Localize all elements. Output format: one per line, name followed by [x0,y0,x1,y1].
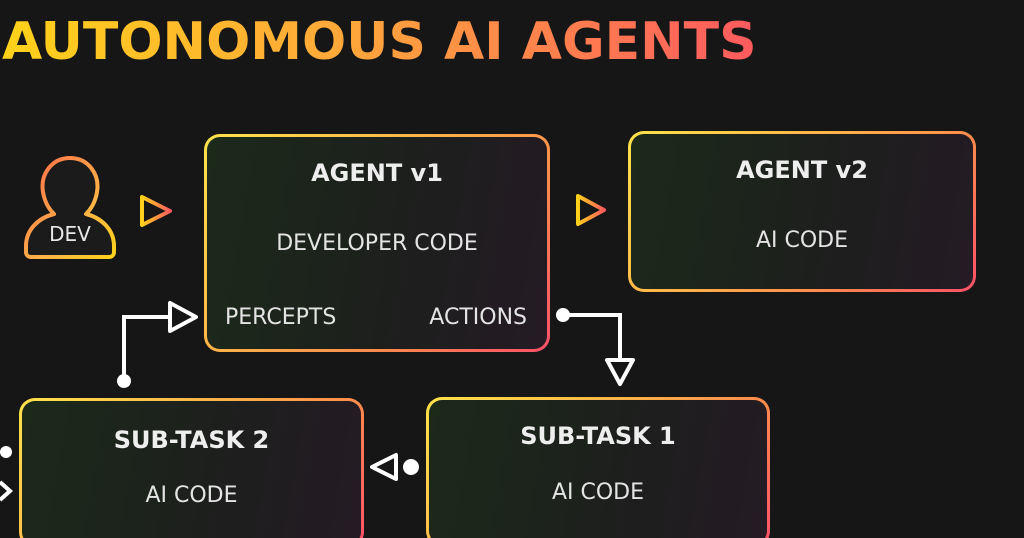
subtask-1-body: AI CODE [551,480,645,505]
connector-subtask-1-to-subtask-2 [370,453,419,481]
actions-label: ACTIONS [429,305,527,330]
percepts-label: PERCEPTS [225,305,337,330]
connector-subtask-2-to-percepts [117,301,198,388]
subtask-1-box: SUB-TASK 1 AI CODE [426,397,770,538]
agent-v2-body: AI CODE [755,228,849,253]
subtask-1-title: SUB-TASK 1 [520,422,676,450]
subtask-2-title: SUB-TASK 2 [113,426,270,454]
agent-v1-title: AGENT v1 [311,159,443,187]
agent-v2-title: AGENT v2 [736,156,868,184]
agent-v1-body: DEVELOPER CODE [276,231,478,256]
developer-person-icon [24,156,116,259]
connector-subtask-2-left [0,446,13,502]
agent-v2-box: AGENT v2 AI CODE [628,131,976,292]
agent-v1-box: AGENT v1 DEVELOPER CODE PERCEPTS ACTIONS [204,134,550,352]
arrow-dev-to-agent-v1 [140,195,172,227]
subtask-2-body: AI CODE [145,483,238,508]
subtask-2-box: SUB-TASK 2 AI CODE [19,398,364,538]
page-title: AUTONOMOUS AI AGENTS [2,12,757,72]
dev-label: DEV [49,222,91,246]
connector-actions-to-subtask-1 [556,308,635,386]
arrow-agent-v1-to-agent-v2 [576,194,606,226]
